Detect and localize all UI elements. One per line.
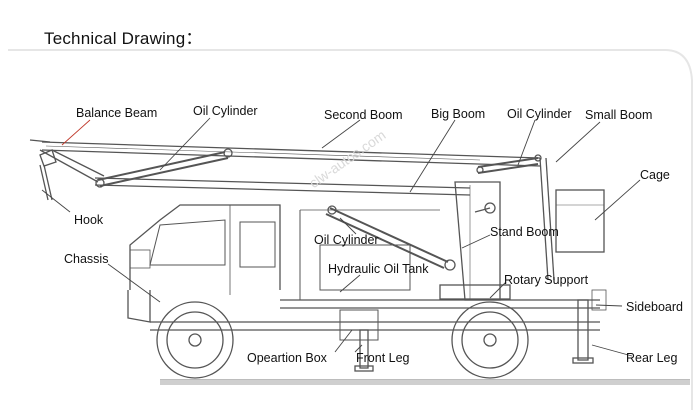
label-oil-cylinder-top-left: Oil Cylinder — [193, 104, 258, 118]
ground-shade — [160, 380, 690, 385]
label-front-leg: Front Leg — [356, 351, 410, 365]
label-chassis: Chassis — [64, 252, 109, 266]
rear-wheel — [451, 301, 529, 379]
label-rotary-support: Rotary Support — [504, 273, 589, 287]
frame-border — [8, 49, 693, 410]
label-rear-leg: Rear Leg — [626, 351, 678, 365]
label-second-boom: Second Boom — [324, 108, 403, 122]
label-sideboard: Sideboard — [626, 300, 683, 314]
label-hook: Hook — [74, 213, 104, 227]
label-balance-beam: Balance Beam — [76, 106, 158, 120]
truck-body — [127, 204, 607, 372]
page-title: Technical Drawing： — [44, 29, 203, 48]
label-operation-box: Opeartion Box — [247, 351, 327, 365]
label-cage: Cage — [640, 168, 670, 182]
label-oil-cylinder-middle: Oil Cylinder — [314, 233, 379, 247]
front-wheel — [156, 301, 234, 379]
label-small-boom: Small Boom — [585, 108, 653, 122]
boom-system — [29, 139, 605, 301]
label-stand-boom: Stand Boom — [490, 225, 559, 239]
label-hydraulic-oil-tank: Hydraulic Oil Tank — [328, 262, 429, 276]
label-oil-cylinder-top-right: Oil Cylinder — [507, 107, 572, 121]
label-big-boom: Big Boom — [431, 107, 486, 121]
leader-lines — [41, 117, 641, 357]
